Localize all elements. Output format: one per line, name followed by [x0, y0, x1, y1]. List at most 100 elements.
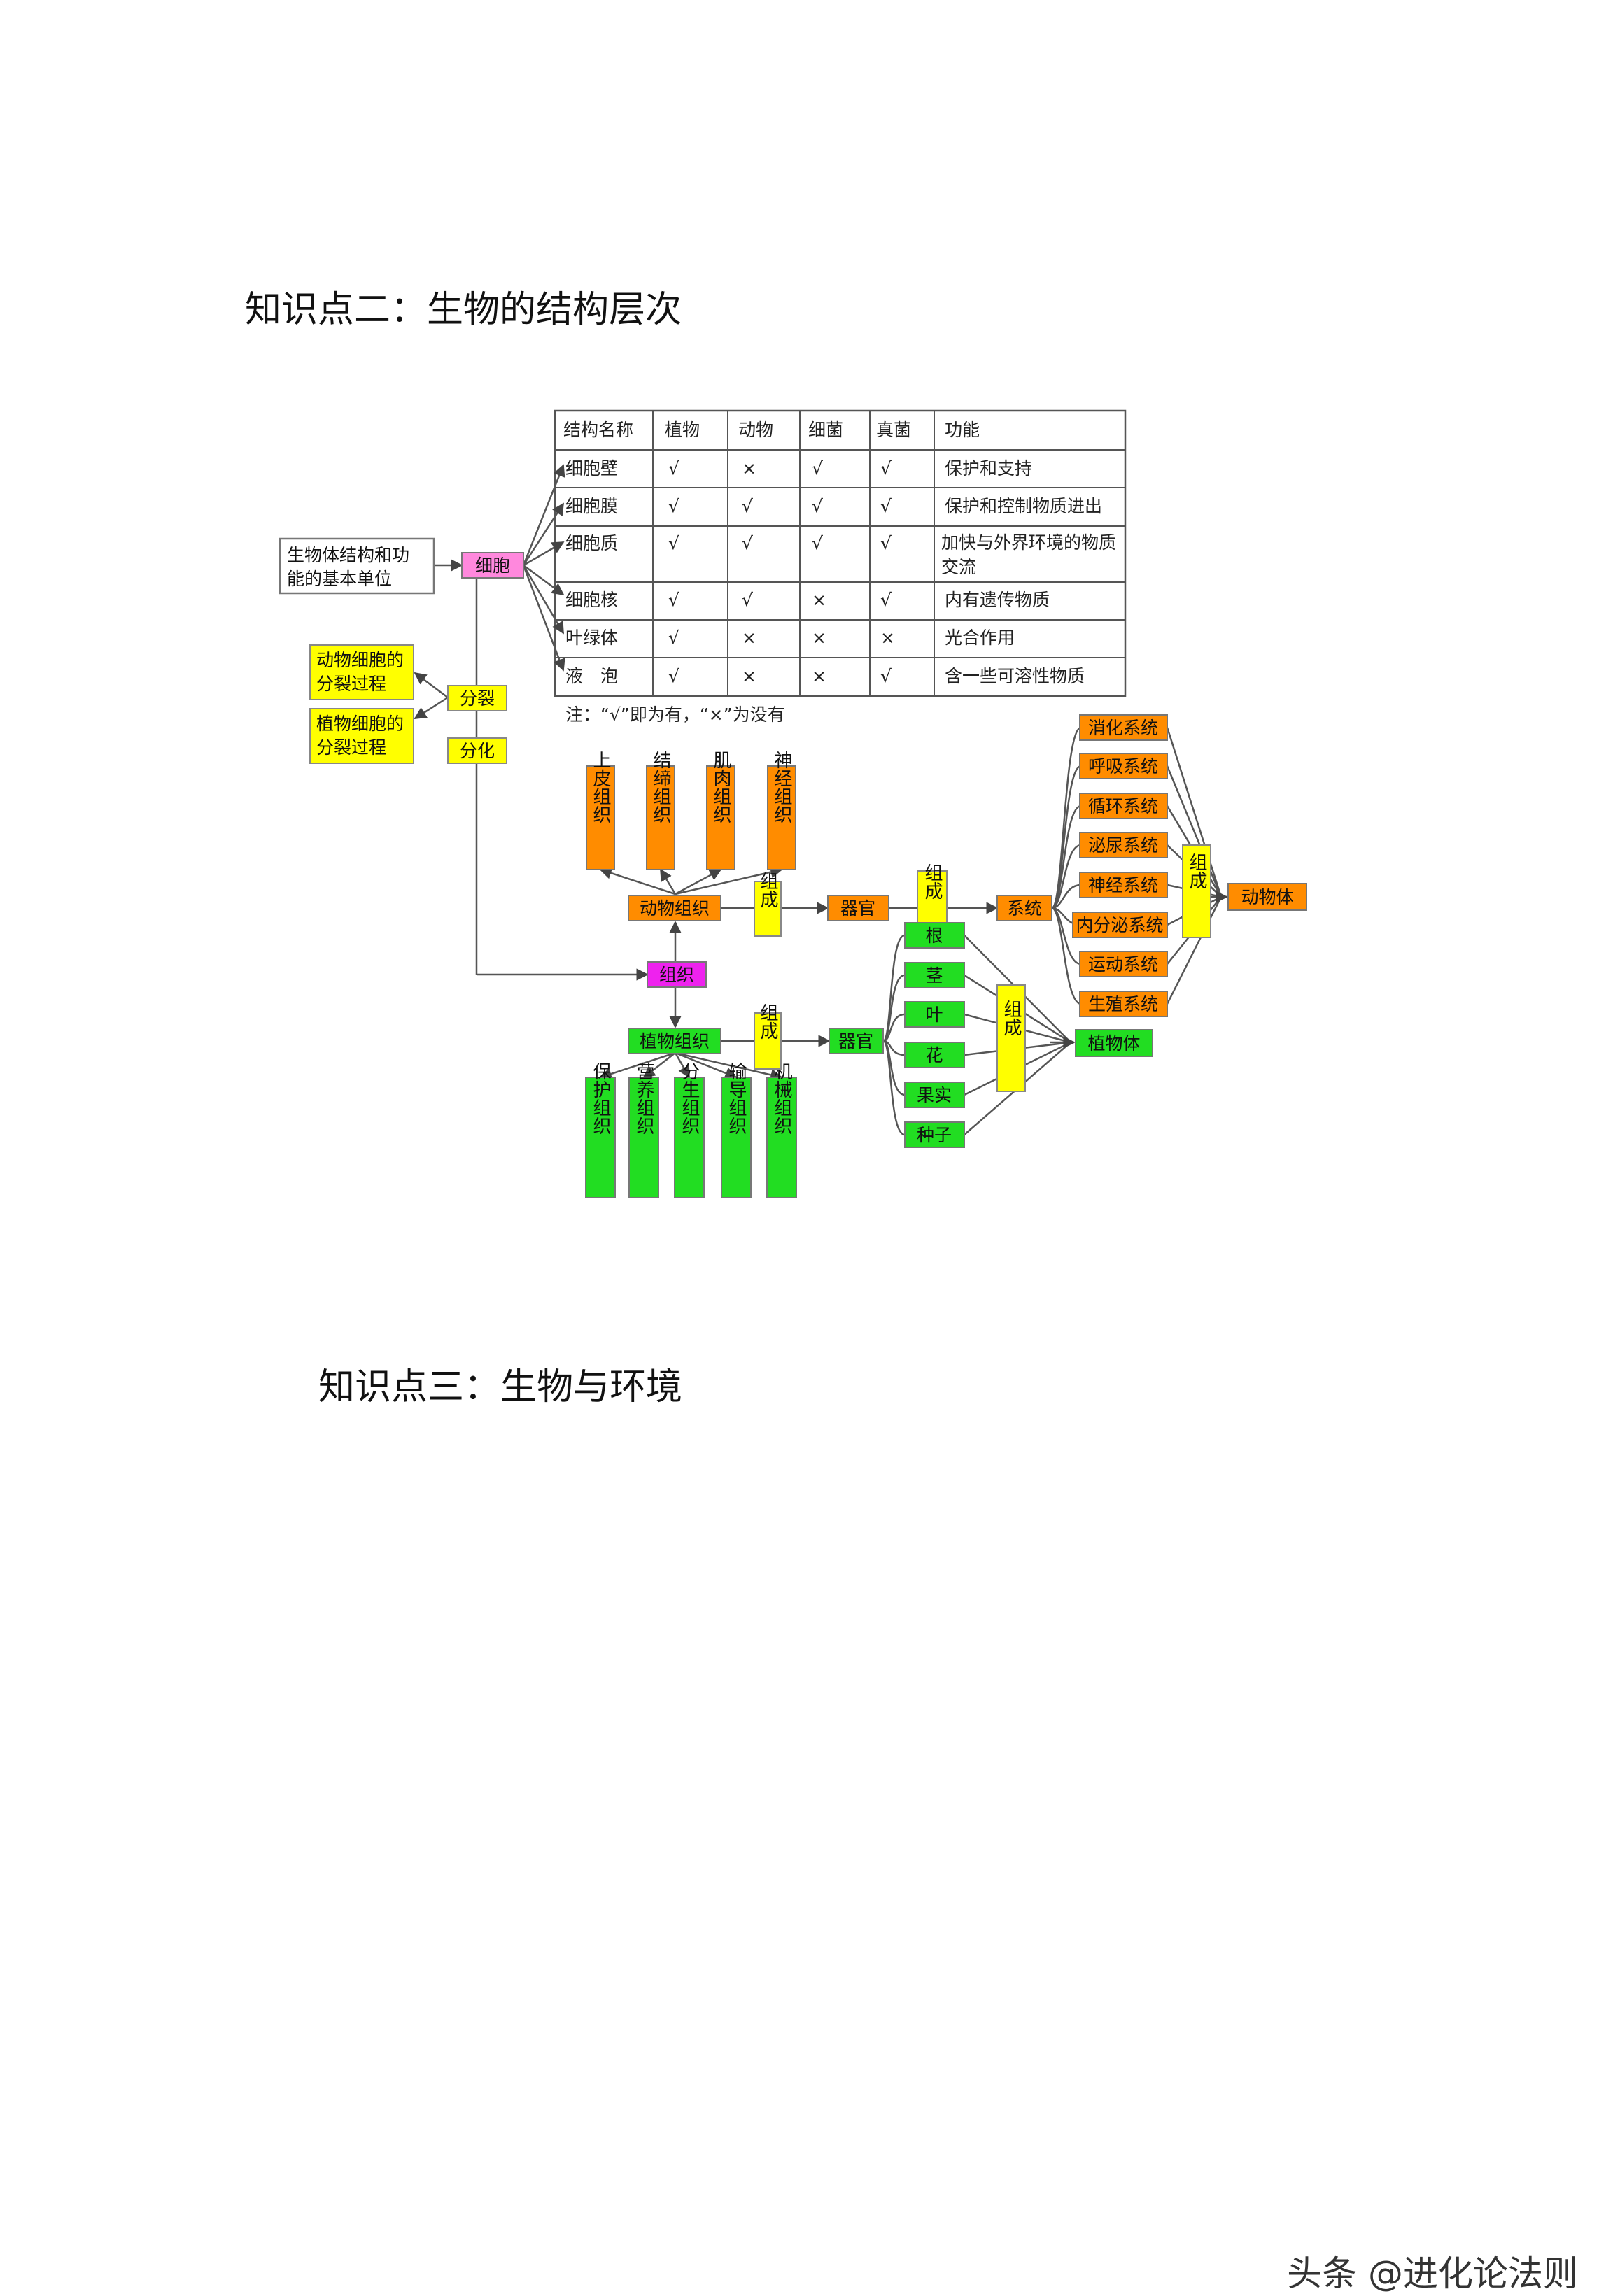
table-cell: ×: [742, 666, 756, 686]
table-cell: 含一些可溶性物质: [945, 666, 1085, 686]
division-label: 分裂: [460, 688, 495, 709]
animal-system-item: 循环系统: [1079, 793, 1168, 819]
compose-label: 组成: [922, 863, 943, 900]
table-cell-wrap: 加快与外界环境的物质交流: [941, 532, 1117, 577]
table-cell: 加快与外界环境的物质交流: [941, 532, 1117, 577]
animal-tissue-type: 结缔组织: [646, 751, 675, 870]
compose-box-plant-organ: 组成: [754, 1003, 782, 1070]
table-row: 细胞膜 √ √ √ √ 保护和控制物质进出: [565, 496, 1102, 516]
tissue-type-label: 机械组织: [771, 1062, 792, 1135]
animal-division-box: 动物细胞的 分裂过程: [309, 644, 414, 700]
table-row: 细胞质 √ √ √ √ 加快与外界环境的物质交流: [565, 532, 1117, 577]
plant-organ-label: 种子: [917, 1125, 952, 1145]
animal-system-label: 运动系统: [1088, 954, 1158, 975]
plant-organ-item: 茎: [904, 962, 965, 988]
tissue-type-label: 输导组织: [726, 1062, 747, 1135]
plant-division-line-2: 分裂过程: [316, 737, 386, 758]
differentiation-label: 分化: [460, 741, 495, 761]
table-cell: 保护和支持: [945, 458, 1032, 479]
animal-system-item: 呼吸系统: [1079, 753, 1168, 779]
table-cell: ×: [742, 628, 756, 648]
division-box: 分裂: [447, 685, 507, 711]
plant-tissue-type: 保护组织: [585, 1062, 616, 1198]
plant-organ-box: 器官: [829, 1028, 884, 1054]
compose-label: 组成: [1186, 853, 1207, 889]
plant-organ-label: 茎: [925, 965, 943, 986]
plant-body-box: 植物体: [1075, 1029, 1153, 1057]
animal-system-label: 循环系统: [1088, 796, 1158, 816]
table-cell: 液 泡: [565, 666, 618, 686]
compose-label: 组成: [757, 1003, 778, 1040]
table-cell: ×: [880, 628, 895, 648]
plant-organ-item: 种子: [904, 1121, 965, 1148]
plant-organ-item: 根: [904, 922, 965, 949]
animal-system-label: 内分泌系统: [1076, 915, 1163, 935]
tissue-type-label: 上皮组织: [590, 751, 611, 823]
plant-organ-item: 果实: [904, 1082, 965, 1108]
table-cell: √: [668, 590, 679, 610]
table-cell: √: [668, 628, 679, 648]
table-cell: √: [812, 533, 823, 553]
animal-body-box: 动物体: [1227, 883, 1307, 911]
table-header-cell: 细菌: [808, 420, 843, 440]
animal-system-label: 生殖系统: [1088, 994, 1158, 1014]
table-cell: 光合作用: [945, 628, 1015, 648]
tissue-label: 组织: [659, 965, 694, 985]
plant-tissue-type: 营养组织: [628, 1062, 659, 1198]
table-cell: √: [668, 666, 679, 686]
table-cell: √: [880, 666, 892, 686]
table-cell: √: [668, 458, 679, 479]
animal-division-line-1: 动物细胞的: [316, 650, 404, 670]
plant-body-label: 植物体: [1087, 1033, 1140, 1054]
plant-tissue-type: 机械组织: [766, 1062, 797, 1198]
plant-organ-label: 花: [925, 1045, 943, 1065]
table-cell: 内有遗传物质: [945, 590, 1050, 610]
table-header-cell: 植物: [665, 420, 700, 440]
plant-tissue-label: 植物组织: [640, 1031, 710, 1051]
basic-unit-line-2: 能的基本单位: [287, 569, 392, 589]
animal-system-item: 神经系统: [1079, 872, 1168, 898]
tissue-type-label: 保护组织: [590, 1062, 611, 1135]
table-cell: √: [880, 533, 892, 553]
table-header-cell: 真菌: [876, 420, 911, 440]
plant-organ-item: 叶: [904, 1001, 965, 1028]
tissue-type-label: 神经组织: [771, 751, 792, 823]
table-cell: √: [880, 590, 892, 610]
plant-division-line-1: 植物细胞的: [316, 714, 404, 734]
system-label: 系统: [1007, 898, 1042, 919]
compose-label: 组成: [757, 872, 778, 908]
table-cell: 细胞膜: [565, 496, 618, 516]
table-row: 细胞核 √ √ × √ 内有遗传物质: [565, 590, 1050, 610]
table-cell: √: [812, 496, 823, 516]
animal-system-item: 内分泌系统: [1072, 912, 1168, 938]
animal-system-label: 泌尿系统: [1088, 835, 1158, 856]
compose-box-animal-organ: 组成: [754, 872, 782, 937]
animal-tissue-type: 神经组织: [767, 751, 796, 870]
table-header-cell: 结构名称: [563, 420, 633, 440]
animal-system-label: 呼吸系统: [1088, 756, 1158, 777]
plant-tissue-type: 分生组织: [674, 1062, 705, 1198]
differentiation-box: 分化: [447, 737, 507, 764]
table-cell: 细胞质: [565, 533, 618, 553]
table-header-cell: 动物: [738, 420, 773, 440]
plant-division-box: 植物细胞的 分裂过程: [309, 708, 414, 764]
table-cell: 叶绿体: [565, 628, 618, 648]
tissue-type-label: 分生组织: [679, 1062, 700, 1135]
animal-system-item: 消化系统: [1079, 714, 1168, 741]
animal-organ-box: 器官: [827, 895, 889, 921]
watermark: 头条 @进化论法则: [1287, 2253, 1578, 2294]
animal-division-line-2: 分裂过程: [316, 674, 386, 694]
table-row: 液 泡 √ × × √ 含一些可溶性物质: [565, 666, 1085, 686]
basic-unit-line-1: 生物体结构和功: [287, 545, 409, 565]
animal-tissue-label: 动物组织: [640, 898, 710, 919]
table-row: 叶绿体 √ × × × 光合作用: [565, 628, 1015, 648]
table-cell: √: [668, 533, 679, 553]
basic-unit-box: 生物体结构和功 能的基本单位: [279, 537, 435, 595]
plant-tissue-box: 植物组织: [628, 1028, 721, 1054]
table-cell: √: [880, 458, 892, 479]
tissue-type-label: 肌肉组织: [710, 751, 731, 823]
table-header-cell: 功能: [945, 420, 980, 440]
table-cell: ×: [812, 628, 826, 648]
animal-tissue-type: 肌肉组织: [706, 751, 735, 870]
table-cell: ×: [812, 666, 826, 686]
